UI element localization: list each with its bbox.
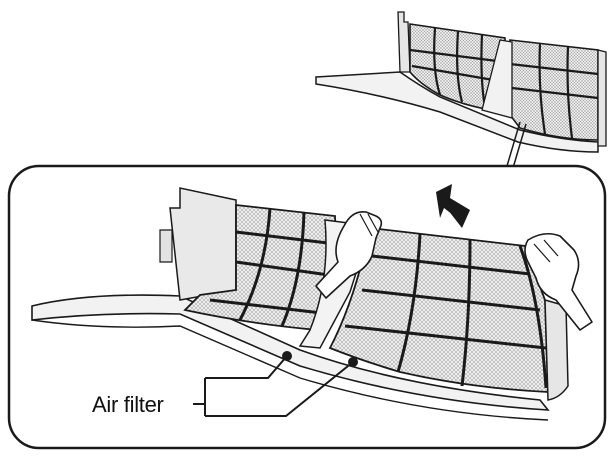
zoom-leader-line (506, 121, 527, 169)
detail-wall-notch (159, 229, 173, 263)
overview-unit (315, 11, 607, 153)
lift-up-arrow-icon (436, 184, 470, 228)
detail-filter-right-frame (344, 233, 548, 389)
detail-end-wall (544, 298, 569, 401)
hand-right (524, 232, 593, 331)
overview-tray (315, 71, 599, 153)
detail-tray-lip (31, 319, 549, 421)
hand-icon (315, 210, 593, 331)
hand-left (315, 210, 383, 299)
overview-back-wall (397, 11, 411, 73)
overview-filter-right-frame (509, 42, 599, 139)
air-filter-callout-lines (193, 355, 354, 417)
detail-filter-left-frame (209, 207, 337, 327)
overview-end-wall (597, 49, 607, 147)
detail-back-wall (169, 187, 237, 301)
air-filter-label: Air filter (92, 392, 164, 417)
overview-divider (481, 39, 513, 119)
